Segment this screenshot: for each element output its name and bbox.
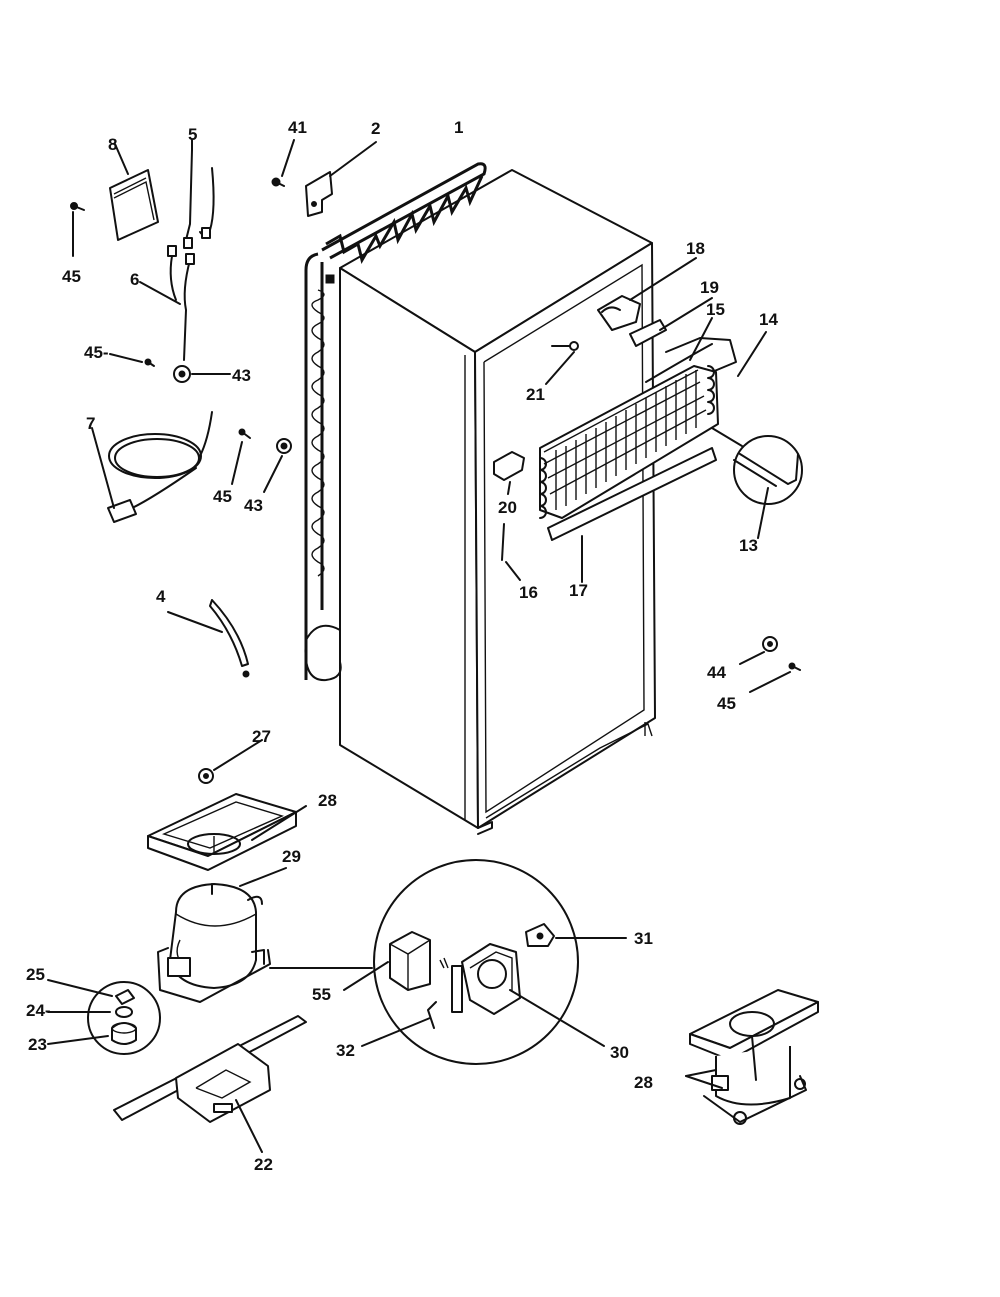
tube-part-15 bbox=[645, 317, 713, 383]
heater-part-14 bbox=[665, 331, 767, 377]
drain-pan-part-28 bbox=[147, 793, 307, 871]
callout-14: 14 bbox=[759, 310, 778, 329]
callout-8: 8 bbox=[108, 135, 117, 154]
callout-6: 6 bbox=[130, 270, 139, 289]
pan-compressor-assembly-part-28 bbox=[685, 989, 819, 1125]
callout-20: 20 bbox=[498, 498, 517, 517]
sensor-part-20 bbox=[493, 451, 525, 495]
bracket-part-2 bbox=[305, 141, 377, 217]
base-rail-part-22 bbox=[113, 1015, 307, 1153]
callout-45-b: 45- bbox=[84, 343, 109, 362]
clip-part-18 bbox=[597, 257, 697, 331]
compressor-part-29 bbox=[157, 867, 373, 1003]
bracket-part-19 bbox=[629, 297, 713, 347]
grommet-part-27 bbox=[198, 739, 263, 784]
callout-29: 29 bbox=[282, 847, 301, 866]
callout-45-d: 45 bbox=[717, 694, 736, 713]
screw-part-45-c bbox=[231, 428, 251, 485]
refrigerator-cabinet bbox=[339, 169, 656, 835]
grommet-part-43-b bbox=[263, 438, 292, 493]
callout-28-b: 28 bbox=[634, 1073, 653, 1092]
callout-18-a: 18 bbox=[686, 239, 705, 258]
condenser-tube-part-1 bbox=[304, 162, 487, 682]
callout-19: 19 bbox=[700, 278, 719, 297]
callout-7: 7 bbox=[86, 414, 95, 433]
callout-23: 23 bbox=[28, 1035, 47, 1054]
callout-15: 15 bbox=[706, 300, 725, 319]
wire-harness-part-5 bbox=[183, 139, 215, 249]
callout-31: 31 bbox=[634, 929, 653, 948]
callout-28-a: 28 bbox=[318, 791, 337, 810]
screw-part-45-d bbox=[749, 662, 801, 693]
callout-25: 25 bbox=[26, 965, 45, 984]
callout-22: 22 bbox=[254, 1155, 273, 1174]
strap-part-4 bbox=[167, 599, 250, 678]
grommet-part-44 bbox=[739, 636, 778, 665]
callout-45-a: 45 bbox=[62, 267, 81, 286]
callout-21: 21 bbox=[526, 385, 545, 404]
callout-43-b: 43 bbox=[244, 496, 263, 515]
callout-16: 16 bbox=[519, 583, 538, 602]
callout-labels: 1 2 41 5 8 45 6 45- 43 7 45 43 18 19 15 … bbox=[26, 118, 778, 1174]
grommet-detail-circle bbox=[47, 979, 161, 1055]
callout-41: 41 bbox=[288, 118, 307, 137]
callout-5: 5 bbox=[188, 125, 197, 144]
callout-13: 13 bbox=[739, 536, 758, 555]
callout-4: 4 bbox=[156, 587, 166, 606]
screw-part-45-a bbox=[70, 202, 85, 257]
callout-30: 30 bbox=[610, 1043, 629, 1062]
callout-17: 17 bbox=[569, 581, 588, 600]
screw-part-21 bbox=[545, 341, 579, 385]
power-cord-part-6 bbox=[139, 245, 195, 361]
callout-44: 44 bbox=[707, 663, 726, 682]
screw-part-41 bbox=[271, 139, 295, 187]
callout-24: 24- bbox=[26, 1001, 51, 1020]
relay-overload-detail-circle bbox=[343, 859, 627, 1065]
callout-1: 1 bbox=[454, 118, 463, 137]
callout-43-a: 43 bbox=[232, 366, 251, 385]
callout-55: 55 bbox=[312, 985, 331, 1004]
callout-2: 2 bbox=[371, 119, 380, 138]
heater-clip-detail-part-13 bbox=[711, 427, 803, 539]
service-cord-part-7 bbox=[91, 411, 213, 523]
callout-27: 27 bbox=[252, 727, 271, 746]
screw-part-45-b bbox=[109, 353, 155, 367]
cover-panel-part-8 bbox=[109, 143, 159, 241]
wire-part-16 bbox=[501, 523, 521, 581]
grommet-part-43-a bbox=[173, 365, 231, 383]
callout-45-c: 45 bbox=[213, 487, 232, 506]
callout-32: 32 bbox=[336, 1041, 355, 1060]
evaporator-part-17 bbox=[539, 365, 719, 583]
